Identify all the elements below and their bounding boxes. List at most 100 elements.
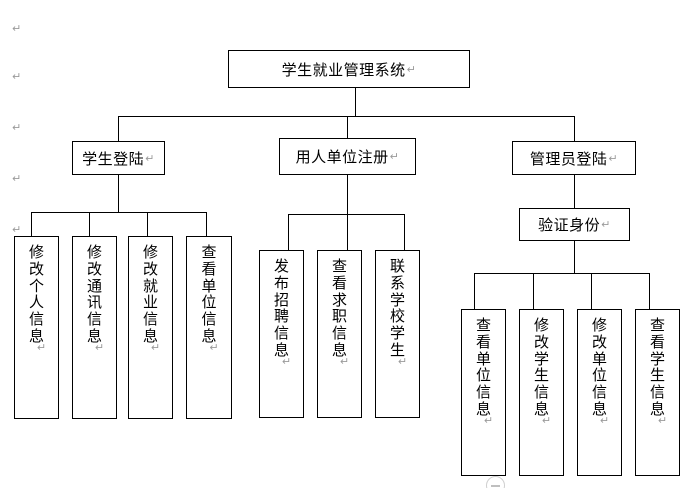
char: 生 <box>533 366 549 385</box>
char: 信 <box>331 324 347 343</box>
node-admin-child[interactable]: 修 改 单 位 信 息 ↵ <box>577 309 622 476</box>
char: 单 <box>201 276 217 295</box>
connector-student-drop-1 <box>31 212 32 236</box>
char: 位 <box>201 293 217 312</box>
connector-verify-drop-3 <box>591 273 592 309</box>
char: 人 <box>28 293 44 312</box>
node-verify-identity[interactable]: 验证身份↵ <box>519 208 630 241</box>
paragraph-mark-icon: ↵ <box>12 22 22 35</box>
char: 查 <box>649 316 665 334</box>
char: 学 <box>533 349 549 368</box>
char: 修 <box>533 316 549 334</box>
connector-verify-stem <box>574 241 575 273</box>
node-employer-child[interactable]: 发 布 招 聘 信 息 ↵ <box>259 250 304 418</box>
paragraph-mark-icon: ↵ <box>483 413 494 427</box>
char: 发 <box>273 257 289 275</box>
char: 修 <box>86 243 102 261</box>
paragraph-mark-icon: ↵ <box>339 354 350 368</box>
connector-root-stem <box>355 88 356 116</box>
node-admin-child[interactable]: 查 看 学 生 信 息 ↵ <box>635 309 680 476</box>
paragraph-mark-icon: ↵ <box>150 340 161 354</box>
char: 息 <box>533 399 549 418</box>
char: 改 <box>591 332 607 351</box>
connector-verify-drop-2 <box>533 273 534 309</box>
node-admin-child[interactable]: 查 看 单 位 信 息 ↵ <box>461 309 506 476</box>
node-student-child[interactable]: 修 改 个 人 信 息 ↵ <box>14 236 59 419</box>
node-student-child[interactable]: 查 看 单 位 信 息 ↵ <box>186 236 232 419</box>
connector-level1-bus <box>118 116 574 117</box>
char: 信 <box>86 310 102 329</box>
char: 息 <box>331 340 347 359</box>
connector-employer-stem <box>347 175 348 214</box>
char: 通 <box>86 276 102 295</box>
char: 单 <box>475 349 491 368</box>
char: 信 <box>28 310 44 329</box>
paragraph-mark-icon: ↵ <box>12 121 22 134</box>
char: 息 <box>591 399 607 418</box>
connector-to-student <box>118 116 119 141</box>
char: 布 <box>273 273 289 292</box>
node-root[interactable]: 学生就业管理系统↵ <box>228 50 470 88</box>
paragraph-mark-icon: ↵ <box>281 354 292 368</box>
node-verify-identity-label: 验证身份 <box>538 216 601 234</box>
paragraph-mark-icon: ↵ <box>599 413 610 427</box>
char: 讯 <box>86 293 102 312</box>
connector-student-stem <box>118 175 119 212</box>
char: 看 <box>475 332 491 351</box>
paragraph-mark-icon: ↵ <box>12 223 22 236</box>
node-admin-login[interactable]: 管理员登陆↵ <box>512 141 636 175</box>
char: 息 <box>475 399 491 418</box>
connector-verify-bus <box>474 273 650 274</box>
char: 查 <box>331 257 347 275</box>
char: 看 <box>201 259 217 278</box>
char: 信 <box>142 310 158 329</box>
node-student-login[interactable]: 学生登陆↵ <box>72 141 165 175</box>
char: 聘 <box>273 307 289 326</box>
char: 改 <box>533 332 549 351</box>
connector-admin-stem <box>574 175 575 208</box>
paragraph-mark-icon: ↵ <box>608 151 619 165</box>
char: 学 <box>649 349 665 368</box>
connector-student-drop-4 <box>206 212 207 236</box>
node-employer-register-label: 用人单位注册 <box>295 148 389 166</box>
connector-student-drop-3 <box>147 212 148 236</box>
paragraph-mark-icon: ↵ <box>12 70 22 83</box>
char: 信 <box>591 383 607 402</box>
char: 生 <box>389 340 405 359</box>
char: 查 <box>475 316 491 334</box>
char: 信 <box>201 310 217 329</box>
paragraph-mark-icon: ↵ <box>145 151 155 165</box>
collapse-minus-icon[interactable] <box>486 476 505 488</box>
char: 业 <box>142 293 158 312</box>
node-student-child[interactable]: 修 改 就 业 信 息 ↵ <box>128 236 173 419</box>
node-admin-login-label: 管理员登陆 <box>529 149 608 168</box>
connector-employer-drop-3 <box>404 214 405 250</box>
node-employer-child[interactable]: 联 系 学 校 学 生 ↵ <box>375 250 420 418</box>
node-employer-child[interactable]: 查 看 求 职 信 息 ↵ <box>317 250 362 418</box>
node-employer-register[interactable]: 用人单位注册↵ <box>279 138 416 175</box>
char: 学 <box>389 324 405 343</box>
char: 息 <box>201 326 217 345</box>
char: 息 <box>86 326 102 345</box>
char: 息 <box>28 326 44 345</box>
char: 求 <box>331 290 347 309</box>
paragraph-mark-icon: ↵ <box>541 413 552 427</box>
char: 信 <box>533 383 549 402</box>
paragraph-mark-icon: ↵ <box>406 62 417 76</box>
connector-to-employer <box>347 116 348 141</box>
char: 联 <box>389 257 405 275</box>
connector-verify-drop-4 <box>649 273 650 309</box>
char: 息 <box>142 326 158 345</box>
char: 位 <box>591 366 607 385</box>
node-student-child[interactable]: 修 改 通 讯 信 息 ↵ <box>72 236 117 419</box>
char: 修 <box>142 243 158 261</box>
node-admin-child[interactable]: 修 改 学 生 信 息 ↵ <box>519 309 564 476</box>
connector-student-bus <box>31 212 206 213</box>
connector-to-admin <box>574 116 575 141</box>
char: 生 <box>649 366 665 385</box>
paragraph-mark-icon: ↵ <box>94 340 105 354</box>
paragraph-mark-icon: ↵ <box>601 218 611 231</box>
paragraph-mark-icon: ↵ <box>397 354 408 368</box>
char: 就 <box>142 276 158 295</box>
